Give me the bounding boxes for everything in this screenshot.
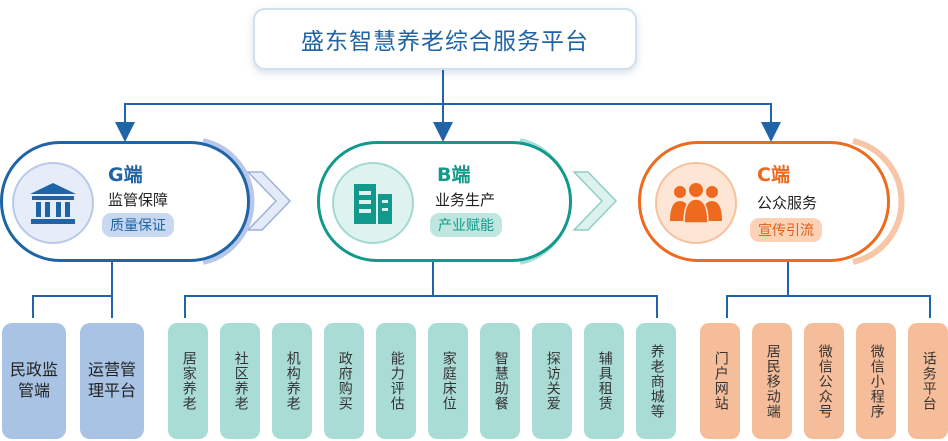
g-item-card: 民政监管端 [2,323,66,439]
b-end-title: B端 [437,164,471,186]
c-item-card: 居民移动端 [752,323,792,439]
platform-title: 盛东智慧养老综合服务平台 [253,8,637,70]
c-end-tag: 宣传引流 [750,218,822,242]
government-building-icon [30,183,76,224]
c-item-card: 微信小程序 [856,323,896,439]
g-item-label: 运营管理平台 [87,360,136,400]
b-item-card: 社区养老 [220,323,260,439]
b-item-card: 机构养老 [272,323,312,439]
c-item-card: 门户网站 [700,323,740,439]
c-item-card: 微信公众号 [804,323,844,439]
g-end-icon-circle [12,162,94,244]
g-end-tag: 质量保证 [102,213,174,237]
b-item-card: 能力评估 [376,323,416,439]
b-item-card: 家庭床位 [428,323,468,439]
c-end-icon-circle [655,162,737,244]
b-item-card: 智慧助餐 [480,323,520,439]
g-end-title: G端 [108,164,143,186]
g-end-subtitle: 监管保障 [108,191,169,209]
g-item-label: 民政监管端 [9,360,58,400]
b-end-subtitle: 业务生产 [435,191,496,209]
g-item-card: 运营管理平台 [80,323,144,439]
b-item-card: 探访关爱 [532,323,572,439]
b-end-tag: 产业赋能 [430,213,502,237]
b-end-icon-circle [332,162,414,244]
b-item-card: 居家养老 [168,323,208,439]
c-end-title: C端 [757,164,790,186]
c-item-card: 话务平台 [908,323,948,439]
c-end-subtitle: 公众服务 [757,194,818,212]
b-item-card: 养老商城等 [636,323,676,439]
b-item-card: 政府购买 [324,323,364,439]
b-item-card: 辅具租赁 [584,323,624,439]
office-building-icon [354,184,392,224]
people-group-icon [670,183,722,224]
